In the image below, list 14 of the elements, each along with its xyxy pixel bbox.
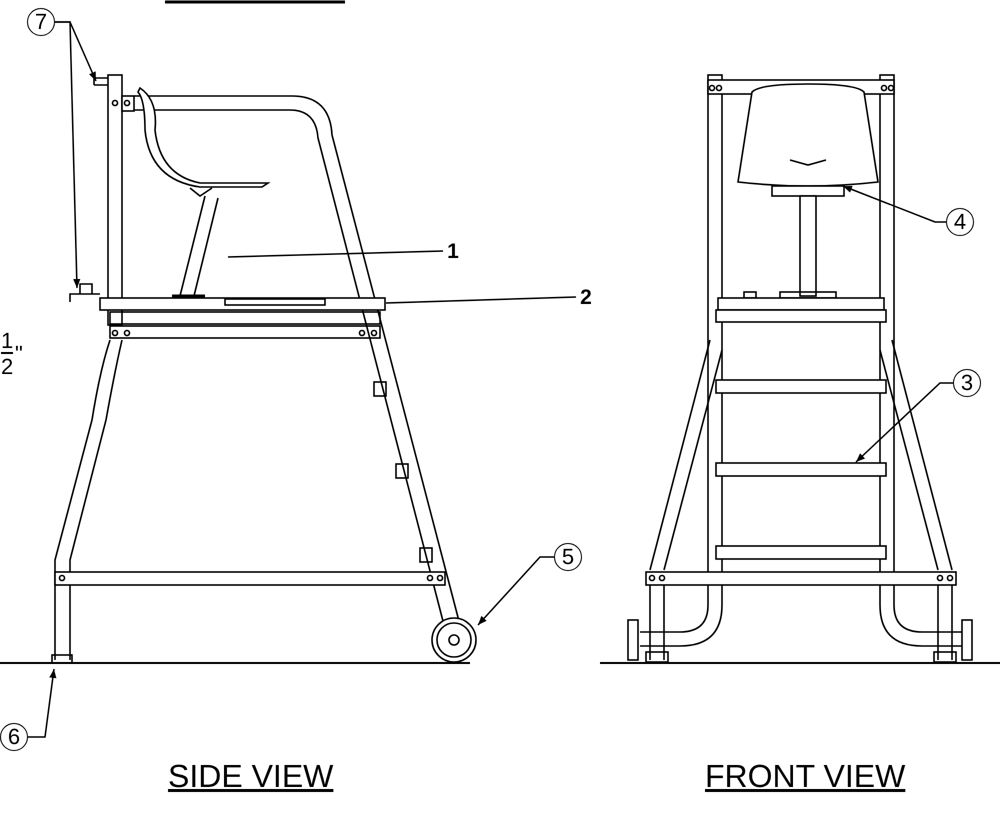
leader-line bbox=[842, 185, 946, 223]
view-title: SIDE VIEW bbox=[168, 760, 334, 792]
dimension-text: 2 bbox=[1, 356, 14, 378]
callout-number: 1 bbox=[443, 237, 463, 265]
view-title: FRONT VIEW bbox=[705, 760, 906, 792]
leader-line bbox=[28, 668, 56, 738]
leader-line bbox=[855, 382, 953, 463]
dimension-text: 1 bbox=[1, 330, 14, 354]
leader-line bbox=[55, 21, 80, 288]
dimension-text: " bbox=[15, 343, 23, 365]
leader-line bbox=[386, 296, 576, 304]
leader-line bbox=[477, 556, 554, 626]
leader-line bbox=[228, 250, 444, 258]
callout-number: 2 bbox=[576, 283, 596, 311]
